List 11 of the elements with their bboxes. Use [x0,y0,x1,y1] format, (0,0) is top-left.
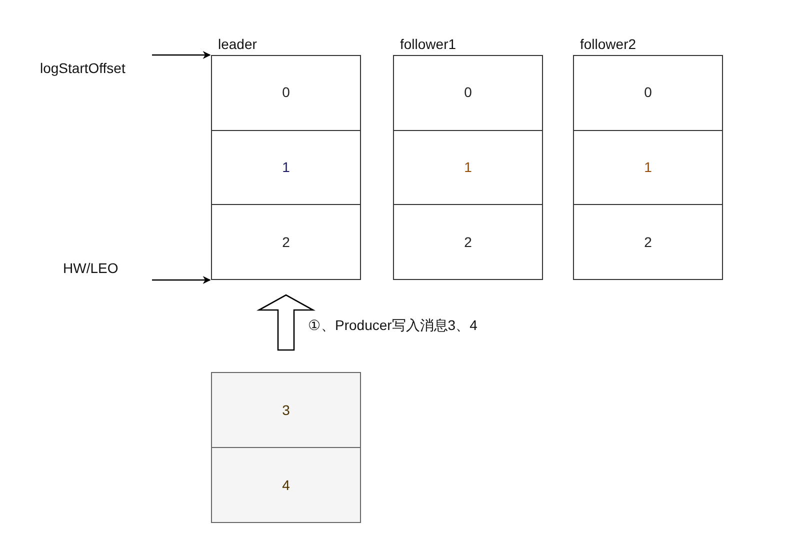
column-heading: leader [218,35,257,54]
column-heading: follower2 [580,35,636,54]
offset-cell: 1 [394,130,542,204]
message-block [211,372,361,523]
arrow [152,276,211,284]
pointer-label: logStartOffset [40,50,152,80]
block-arrow [256,294,316,351]
column-heading: follower1 [400,35,456,54]
arrow [152,51,211,59]
offset-cell: 1 [574,130,722,204]
pointer-label: HW/LEO [55,258,152,284]
